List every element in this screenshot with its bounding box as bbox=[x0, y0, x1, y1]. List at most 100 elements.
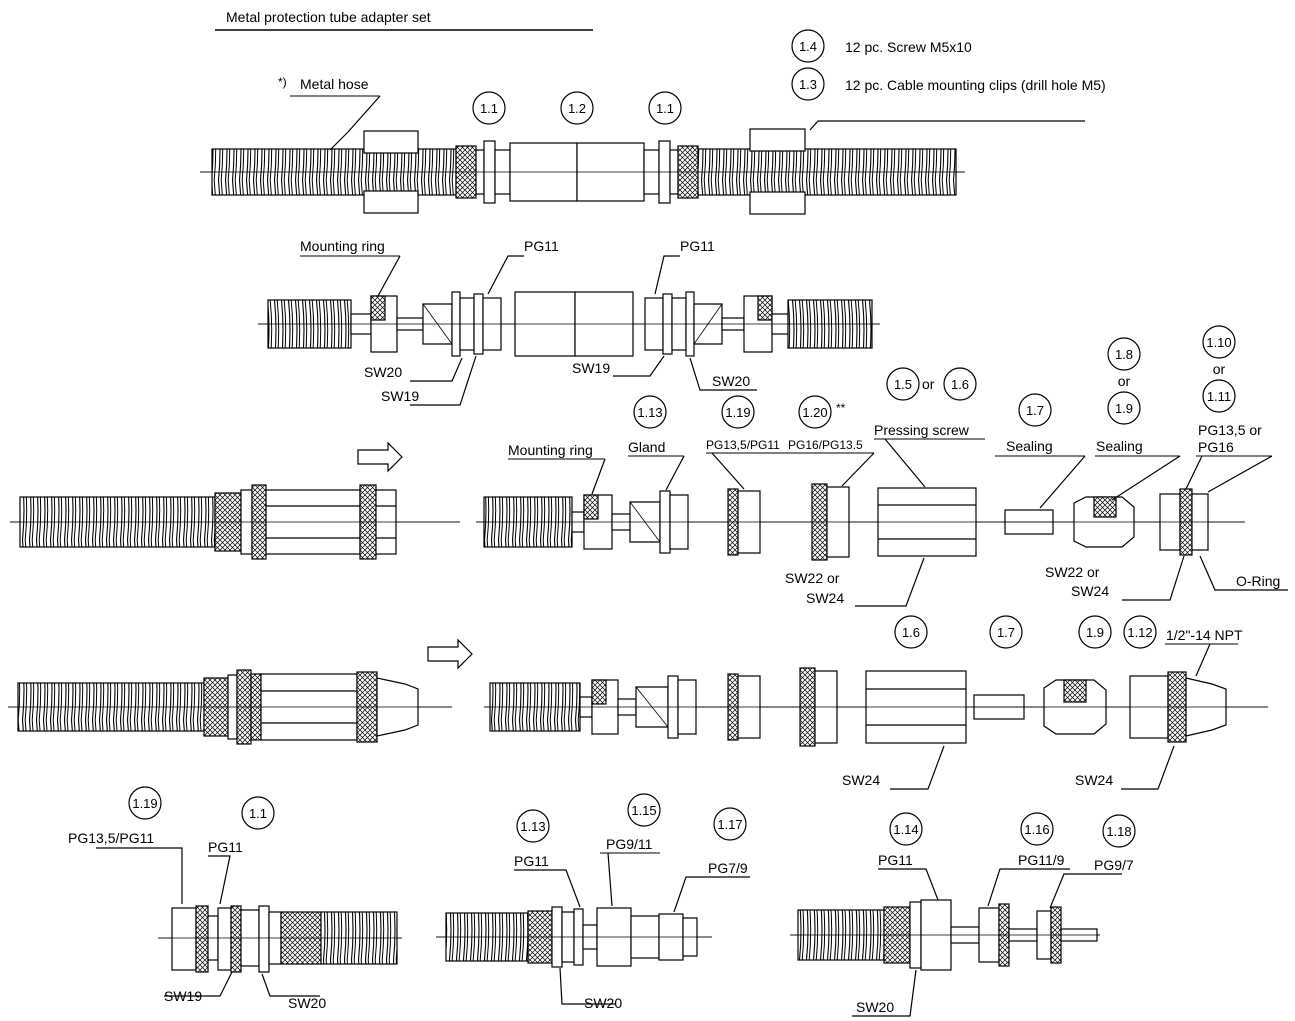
pressing-screw-label: Pressing screw bbox=[874, 422, 970, 438]
pg9-7-label: PG9/7 bbox=[1094, 857, 1134, 873]
callout-circle-1-14 bbox=[889, 812, 923, 846]
arrow-right-icon-2 bbox=[427, 638, 473, 670]
screw-note: 12 pc. Screw M5x10 bbox=[845, 39, 972, 55]
callout-1-13-b: 1.13 bbox=[520, 819, 545, 834]
page-title: Metal protection tube adapter set bbox=[226, 9, 431, 25]
callout-circle-1-16 bbox=[1020, 812, 1054, 846]
callout-1-1-b: 1.1 bbox=[249, 806, 267, 821]
pg7-9-label: PG7/9 bbox=[708, 860, 748, 876]
gland-label: Gland bbox=[628, 439, 665, 455]
sw22-or-label-a: SW22 or bbox=[785, 570, 840, 586]
row5-reducer-group-c bbox=[790, 899, 1100, 971]
or-label-a: or bbox=[922, 376, 935, 392]
metal-hose-label: Metal hose bbox=[300, 76, 369, 92]
callout-1-4: 1.4 bbox=[799, 39, 817, 54]
callout-circle-1-1-b bbox=[241, 796, 275, 830]
callout-1-6-b: 1.6 bbox=[902, 625, 920, 640]
callout-1-20-note: ** bbox=[836, 401, 846, 415]
callout-1-11: 1.11 bbox=[1207, 389, 1231, 404]
callout-circle-1-7 bbox=[1018, 393, 1052, 427]
pg135-pg11-label: PG13,5/PG11 bbox=[706, 438, 780, 452]
callout-1-17: 1.17 bbox=[717, 817, 742, 832]
callout-1-10: 1.10 bbox=[1206, 335, 1231, 350]
pg135-or-label: PG13,5 or bbox=[1198, 422, 1262, 438]
row2-exploded-adapter bbox=[258, 291, 880, 357]
o-ring-label: O-Ring bbox=[1236, 573, 1280, 589]
sw19-right-label: SW19 bbox=[572, 360, 610, 376]
clips-note: 12 pc. Cable mounting clips (drill hole … bbox=[845, 77, 1106, 93]
callout-1-19: 1.19 bbox=[725, 405, 750, 420]
callout-1-6: 1.6 bbox=[951, 377, 969, 392]
row3-assembled-gland bbox=[10, 484, 460, 560]
adapter-1-19-b bbox=[171, 907, 197, 971]
callout-circle-1-11 bbox=[1202, 379, 1236, 413]
callout-circle-1-19-b bbox=[128, 786, 162, 820]
sealing-label-b: Sealing bbox=[1096, 438, 1143, 454]
callout-circle-1-8 bbox=[1107, 337, 1141, 371]
sw19-label-b: SW19 bbox=[164, 988, 202, 1004]
callout-1-18: 1.18 bbox=[1106, 824, 1131, 839]
callout-1-9-b: 1.9 bbox=[1086, 625, 1104, 640]
callout-1-16: 1.16 bbox=[1024, 822, 1049, 837]
pg11-label-a: PG11 bbox=[208, 839, 243, 855]
callout-1-7-b: 1.7 bbox=[997, 625, 1015, 640]
callout-circle-1-20 bbox=[798, 395, 832, 429]
callout-circle-1-5 bbox=[886, 367, 920, 401]
callout-1-3: 1.3 bbox=[799, 77, 817, 92]
mounting-ring-label-3: Mounting ring bbox=[508, 442, 593, 458]
callout-circle-1-13-b bbox=[516, 809, 550, 843]
callout-circle-1-4 bbox=[791, 29, 825, 63]
row5-reducer-group-b bbox=[436, 906, 712, 968]
callout-circle-1-9 bbox=[1107, 391, 1141, 425]
callout-circle-1-10 bbox=[1202, 325, 1236, 359]
sw24-label-a: SW24 bbox=[806, 590, 844, 606]
or-label-b: or bbox=[1118, 373, 1131, 389]
callout-1-5: 1.5 bbox=[894, 377, 912, 392]
callout-circle-1-19 bbox=[721, 395, 755, 429]
pg16-label: PG16 bbox=[1198, 439, 1234, 455]
pg135-pg11-label-b: PG13,5/PG11 bbox=[68, 830, 154, 846]
arrow-right-icon bbox=[357, 441, 403, 473]
pg9-11-label: PG9/11 bbox=[606, 836, 653, 852]
callout-1-14: 1.14 bbox=[893, 822, 918, 837]
callout-1-2: 1.2 bbox=[568, 101, 586, 116]
callout-1-13: 1.13 bbox=[637, 405, 662, 420]
sw19-left-label: SW19 bbox=[381, 388, 419, 404]
callout-1-15: 1.15 bbox=[631, 803, 656, 818]
callout-1-20: 1.20 bbox=[802, 405, 827, 420]
metal-hose-footnote-mark: *) bbox=[278, 75, 287, 89]
sw22-or-label-b: SW22 or bbox=[1045, 564, 1100, 580]
callout-1-1-left: 1.1 bbox=[480, 101, 498, 116]
callout-circle-1-9-b bbox=[1078, 615, 1112, 649]
callout-1-19-b: 1.19 bbox=[132, 796, 157, 811]
callout-1-7: 1.7 bbox=[1026, 403, 1044, 418]
sw20-label-b: SW20 bbox=[584, 995, 622, 1011]
callout-1-12: 1.12 bbox=[1127, 625, 1152, 640]
callout-circle-1-1-right bbox=[648, 91, 682, 125]
row5-reducer-group-a bbox=[158, 905, 402, 973]
npt-label: 1/2"-14 NPT bbox=[1166, 627, 1243, 643]
clip-right-bottom bbox=[749, 191, 806, 215]
callout-1-1-right: 1.1 bbox=[656, 101, 674, 116]
callout-circle-1-6 bbox=[943, 367, 977, 401]
clip-right-top bbox=[749, 128, 806, 152]
sw20-left-label: SW20 bbox=[364, 364, 402, 380]
row4-exploded-npt bbox=[484, 667, 1268, 747]
callout-circle-1-12 bbox=[1123, 615, 1157, 649]
sealing-label-a: Sealing bbox=[1006, 438, 1053, 454]
row3-exploded-gland bbox=[476, 483, 1245, 561]
pg11-left-label: PG11 bbox=[524, 238, 559, 254]
callout-circle-1-3 bbox=[791, 67, 825, 101]
callout-1-8: 1.8 bbox=[1115, 347, 1133, 362]
callout-circle-1-15 bbox=[627, 793, 661, 827]
callout-circle-1-2 bbox=[560, 91, 594, 125]
sw24-label-d: SW24 bbox=[1075, 772, 1113, 788]
row4-assembled-npt bbox=[8, 669, 452, 745]
pg16-pg135-label: PG16/PG13.5 bbox=[788, 438, 863, 452]
callout-circle-1-1-left bbox=[472, 91, 506, 125]
pg11-right-label: PG11 bbox=[680, 238, 715, 254]
callout-circle-1-18 bbox=[1102, 814, 1136, 848]
callout-circle-1-13 bbox=[633, 395, 667, 429]
pg11-9-label: PG11/9 bbox=[1018, 852, 1065, 868]
